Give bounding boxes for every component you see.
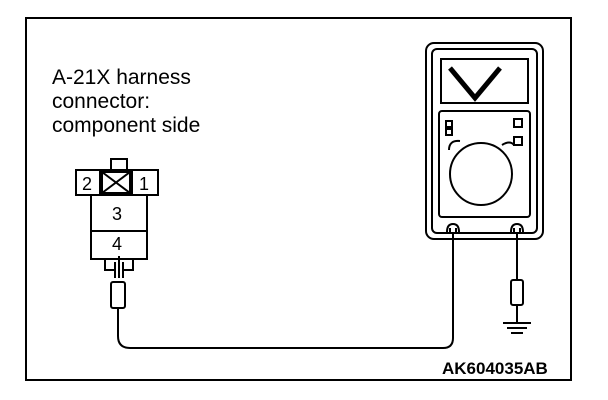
connector-latch (110, 158, 128, 171)
connector-label-line2: connector: (52, 90, 150, 113)
meter-body (425, 42, 544, 240)
com-jack (446, 222, 460, 233)
pin-4-label: 4 (112, 234, 122, 254)
meter-button (513, 118, 523, 128)
pin-3-label: 3 (112, 204, 122, 224)
ground-lead (510, 232, 524, 322)
ground-symbol-icon (503, 322, 531, 334)
connector-label-line1: A-21X harness (52, 66, 191, 89)
connector-label-line3: component side (52, 114, 200, 137)
pin-1-label: 1 (139, 174, 149, 194)
selector-dial (449, 142, 513, 206)
meter-display (440, 58, 529, 104)
voltage-v-icon (448, 66, 502, 102)
test-lead-wire (117, 232, 454, 349)
pin-2-label: 2 (82, 174, 92, 194)
multimeter-icon (425, 42, 544, 240)
blank-cavity (101, 171, 131, 194)
v-jack (510, 222, 524, 233)
probe-icon (110, 256, 126, 320)
figure-frame (25, 17, 572, 381)
figure-code: AK604035AB (442, 359, 548, 378)
